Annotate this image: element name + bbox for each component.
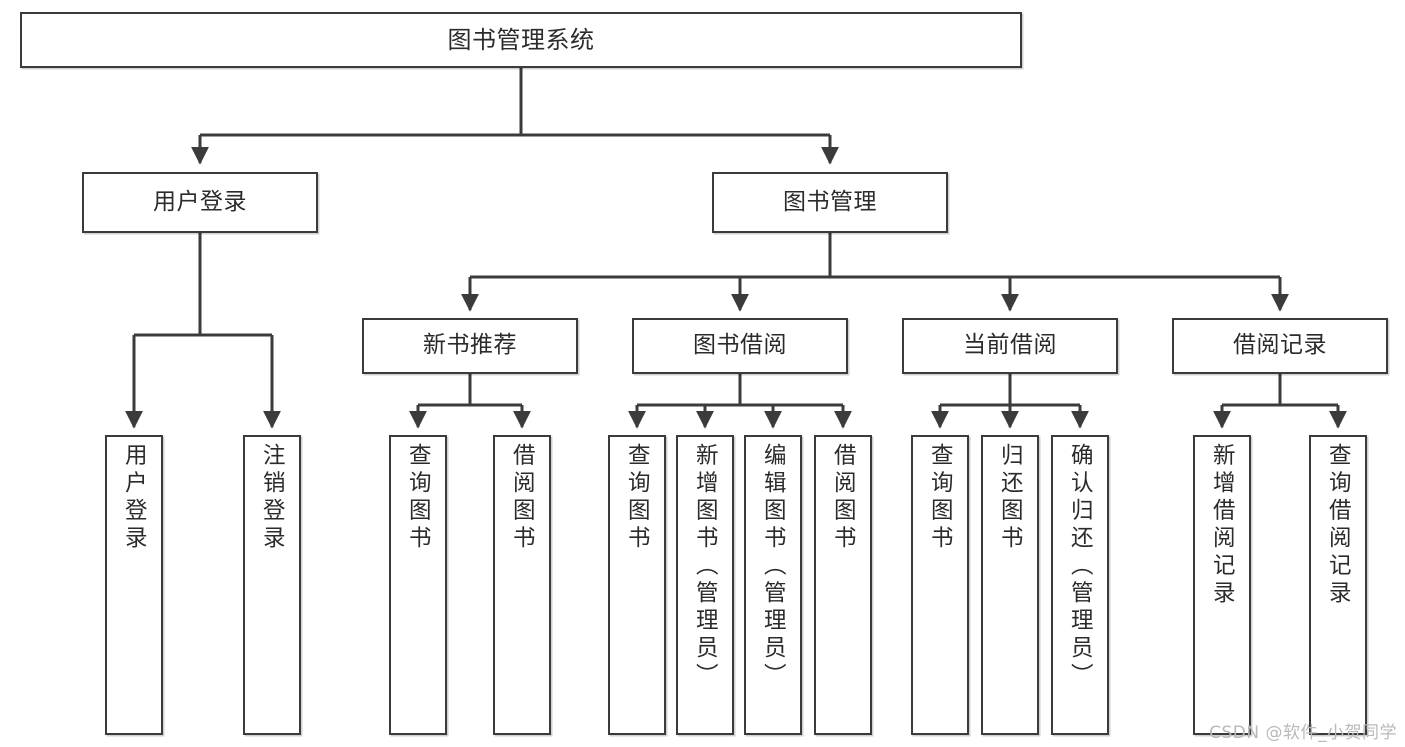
leaf-book-borrow-edit[interactable]: 编辑图书（管理员）: [744, 435, 802, 735]
node-borrow-record[interactable]: 借阅记录: [1172, 318, 1388, 374]
node-label: 新增图书（管理员）: [692, 443, 719, 691]
node-label: 查询借阅记录: [1325, 443, 1352, 608]
leaf-user-login-login[interactable]: 用户登录: [105, 435, 163, 735]
node-label: 编辑图书（管理员）: [760, 443, 787, 691]
leaf-book-borrow-borrow[interactable]: 借阅图书: [814, 435, 872, 735]
node-label: 查询图书: [405, 443, 432, 553]
node-book-borrow[interactable]: 图书借阅: [632, 318, 848, 374]
node-label: 注销登录: [259, 443, 286, 553]
node-label: 图书管理系统: [447, 25, 595, 54]
leaf-book-borrow-query[interactable]: 查询图书: [608, 435, 666, 735]
leaf-book-borrow-add[interactable]: 新增图书（管理员）: [676, 435, 734, 735]
node-label: 查询图书: [624, 443, 651, 553]
node-label: 新书推荐: [423, 332, 517, 359]
leaf-user-login-logout[interactable]: 注销登录: [243, 435, 301, 735]
node-label: 借阅记录: [1233, 332, 1327, 359]
node-label: 图书管理: [783, 188, 877, 215]
node-label: 归还图书: [997, 443, 1024, 553]
node-root-system[interactable]: 图书管理系统: [20, 12, 1022, 68]
node-current-borrow[interactable]: 当前借阅: [902, 318, 1118, 374]
node-label: 新增借阅记录: [1209, 443, 1236, 608]
leaf-current-borrow-query[interactable]: 查询图书: [911, 435, 969, 735]
leaf-borrow-record-add[interactable]: 新增借阅记录: [1193, 435, 1251, 735]
leaf-new-book-query[interactable]: 查询图书: [389, 435, 447, 735]
node-label: 借阅图书: [509, 443, 536, 553]
node-user-login[interactable]: 用户登录: [82, 172, 318, 233]
node-label: 借阅图书: [830, 443, 857, 553]
node-label: 用户登录: [121, 443, 148, 553]
node-label: 确认归还（管理员）: [1067, 443, 1094, 691]
node-label: 用户登录: [153, 188, 247, 215]
node-book-management[interactable]: 图书管理: [712, 172, 948, 233]
leaf-borrow-record-query[interactable]: 查询借阅记录: [1309, 435, 1367, 735]
leaf-current-borrow-return[interactable]: 归还图书: [981, 435, 1039, 735]
node-new-book-recommend[interactable]: 新书推荐: [362, 318, 578, 374]
leaf-current-borrow-confirm-return[interactable]: 确认归还（管理员）: [1051, 435, 1109, 735]
node-label: 当前借阅: [963, 332, 1057, 359]
node-label: 查询图书: [927, 443, 954, 553]
leaf-new-book-borrow[interactable]: 借阅图书: [493, 435, 551, 735]
node-label: 图书借阅: [693, 332, 787, 359]
